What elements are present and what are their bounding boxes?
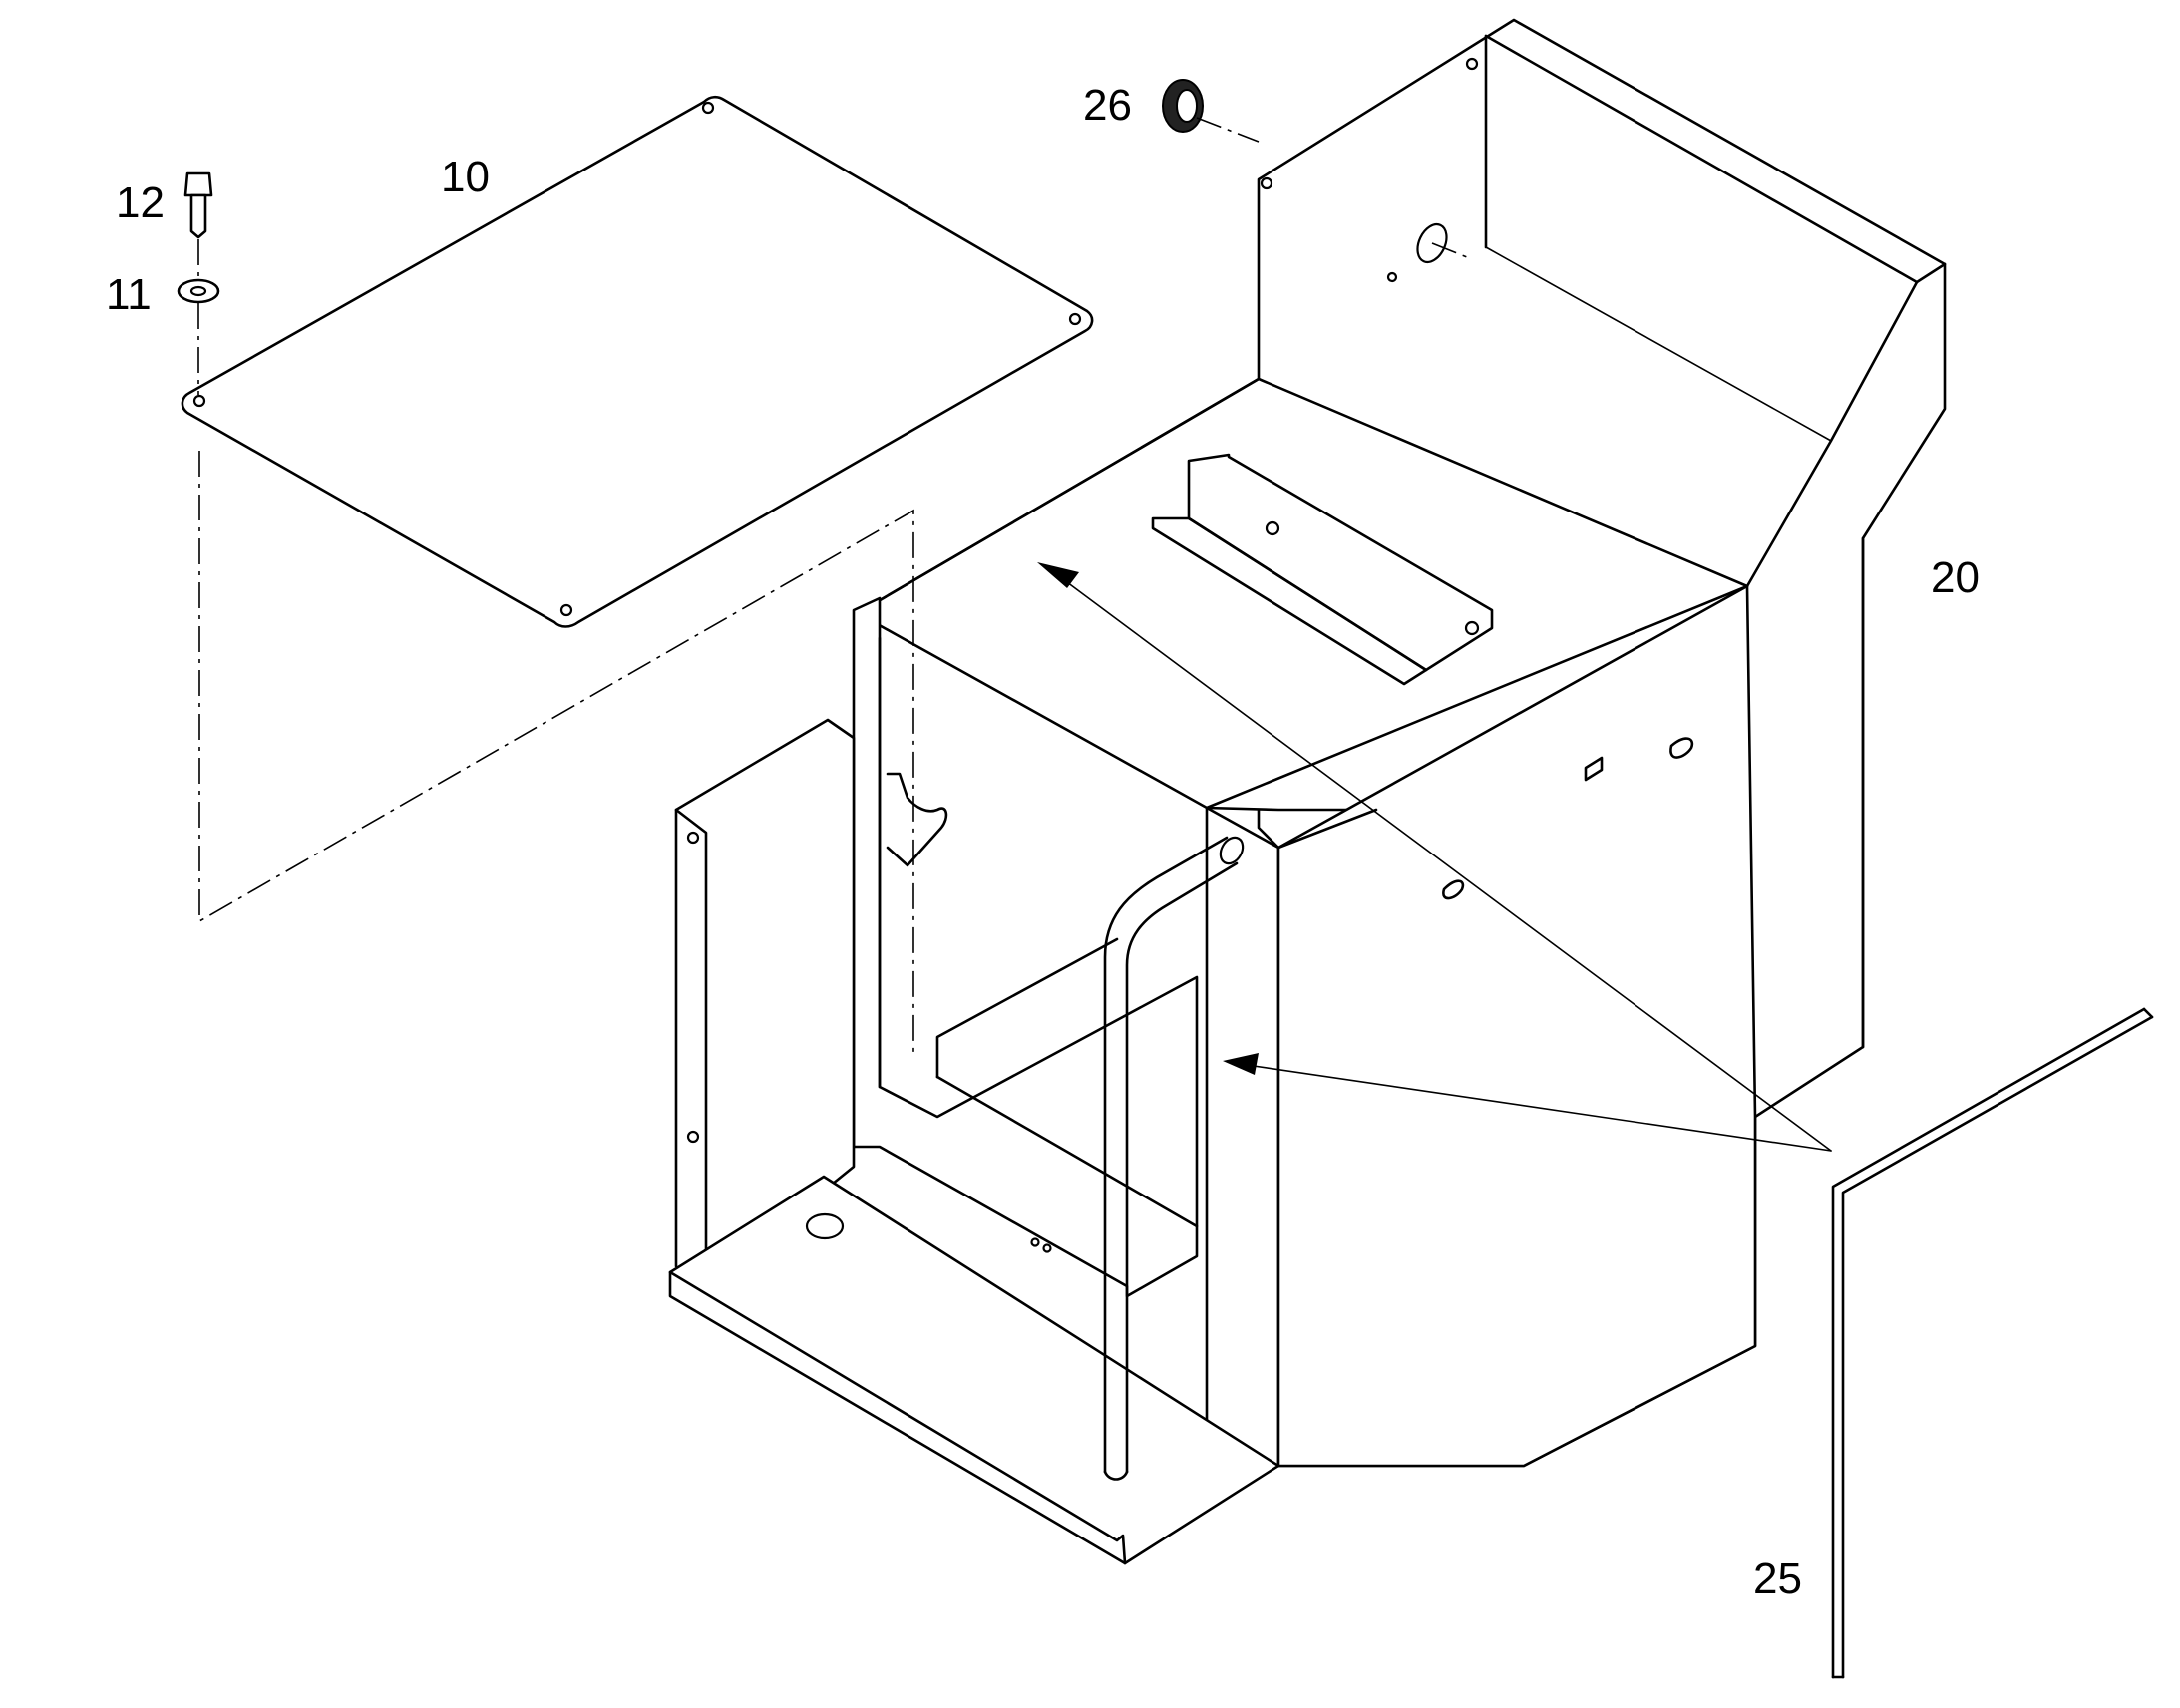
housing-side-edge [1915, 262, 1947, 284]
housing-back-floor-line [1485, 246, 1832, 442]
washer-hole [189, 285, 207, 297]
housing-deck-front-edge [1205, 584, 1749, 810]
housing-bracket-hole-1 [1265, 520, 1280, 536]
frame-tray-edge [668, 1270, 1127, 1565]
housing-slot-1 [1584, 756, 1604, 782]
housing-hole-small [1386, 271, 1398, 283]
frame-handle-end [1219, 836, 1245, 865]
housing-hole-top [1465, 57, 1479, 71]
grommet-inner [1176, 89, 1198, 123]
assy-line-grommet-hole [1431, 242, 1473, 260]
frame-handle-foot [1103, 1470, 1129, 1481]
frame-left-plate [674, 718, 856, 1288]
frame-tray-dot-1 [1030, 1237, 1040, 1247]
arrow-head-upper [1037, 562, 1079, 588]
seal-strip-inner [1841, 1015, 2154, 1679]
frame-inner-floor-2 [935, 1075, 1199, 1228]
frame-handle-inner [1125, 861, 1239, 1474]
housing-deck-left-edge [856, 377, 1261, 615]
housing-slot-2 [1669, 737, 1694, 759]
frame-plate-hole-1 [686, 831, 700, 845]
assy-line-lid-down [198, 451, 914, 1057]
seal-strip-end [2142, 1007, 2154, 1019]
housing-slope-edge [1745, 280, 1919, 588]
bolt-part-12 [183, 171, 213, 239]
lid-hole-4 [192, 394, 206, 408]
housing-back-top-edge [1484, 34, 1919, 284]
assembly-lines [197, 117, 1473, 1057]
housing-front-panel [1205, 806, 1280, 1468]
frame-tray-hole [805, 1212, 845, 1240]
leader-25-lower [1246, 1064, 1832, 1152]
frame-inner-floor [935, 937, 1119, 1079]
lid-plate-part-10 [181, 95, 1094, 628]
lid-hole-1 [701, 101, 715, 115]
housing-slot-3 [1442, 879, 1465, 900]
seal-strip-outer [1831, 1007, 2146, 1679]
lid-hole-2 [1068, 312, 1082, 326]
frame-latch [886, 772, 948, 867]
washer-part-11 [177, 278, 220, 304]
arrow-head-lower [1223, 1053, 1259, 1075]
assy-line-grommet [1196, 117, 1260, 143]
housing-bracket-hole-2 [1464, 620, 1480, 636]
housing-hole-left [1260, 176, 1273, 190]
frame-plate-hole-2 [686, 1130, 700, 1144]
bolt-shank [189, 193, 207, 239]
seal-strip-part-25 [1831, 1007, 2154, 1679]
lid-hole-3 [559, 603, 573, 617]
frame-tray-dot-2 [1042, 1243, 1052, 1253]
housing-side-top [1276, 808, 1378, 850]
leader-lines [1037, 562, 1832, 1152]
lower-frame [668, 596, 1280, 1565]
bolt-head [183, 171, 213, 197]
frame-handle-outer [1103, 836, 1229, 1474]
housing-bracket-lip [1151, 516, 1428, 686]
lid-plate [181, 95, 1094, 628]
housing-part-20 [856, 18, 1947, 1468]
leader-25-upper [1066, 581, 1832, 1152]
grommet-part-26 [1162, 79, 1204, 133]
